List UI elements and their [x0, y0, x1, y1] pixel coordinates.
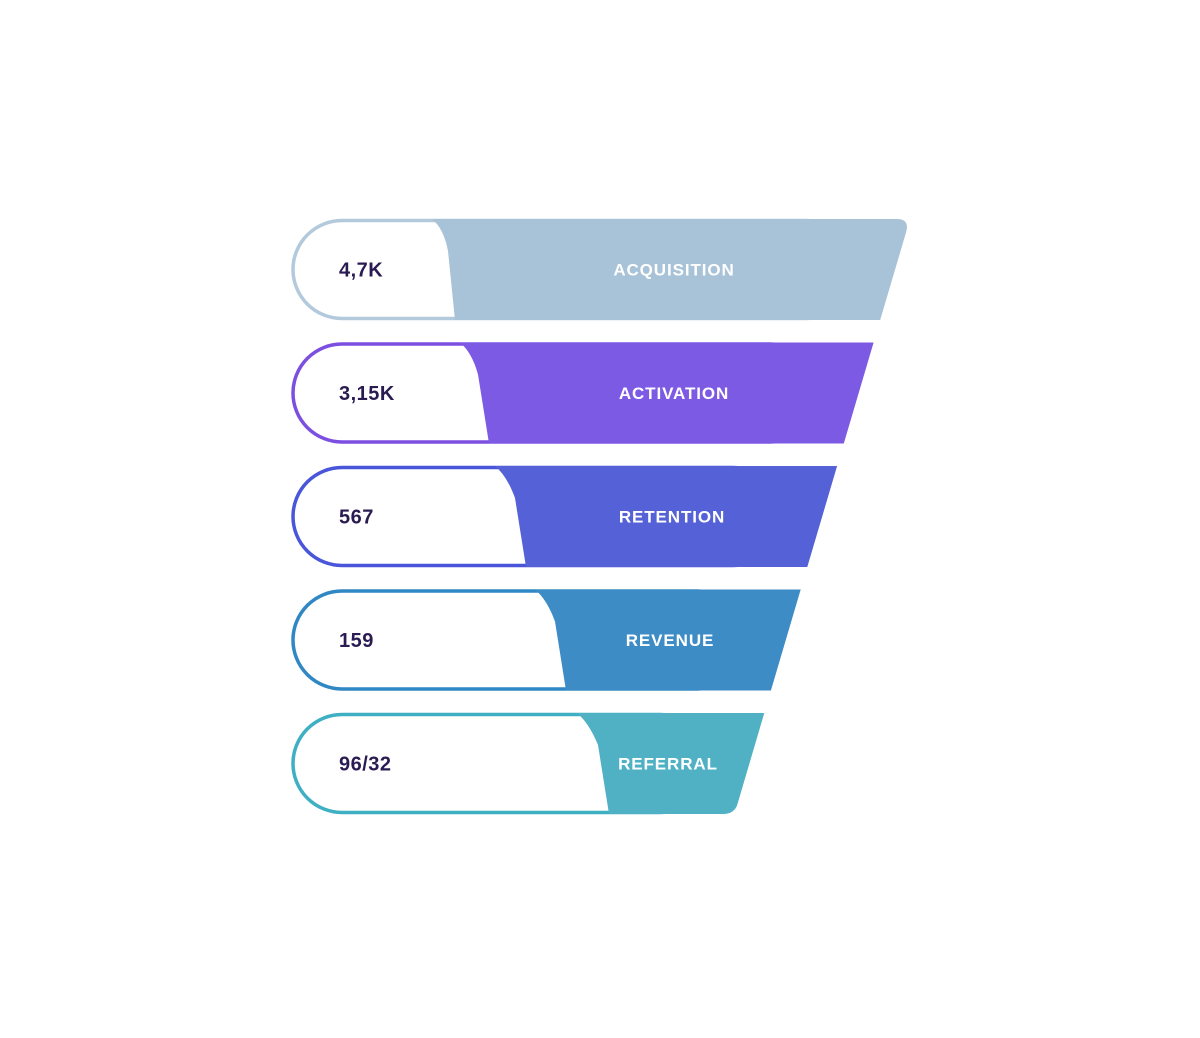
stage-value: 159: [339, 630, 374, 652]
stage-value: 96/32: [339, 754, 392, 776]
stage-segment: [495, 466, 838, 567]
stage-label: ACQUISITION: [613, 261, 734, 280]
stage-label: REVENUE: [626, 631, 715, 650]
funnel-stage-revenue: 159 REVENUE: [291, 589, 801, 691]
stage-segment: [535, 589, 801, 691]
stage-segment: [460, 342, 874, 444]
funnel-stage-referral: 96/32 REFERRAL: [291, 712, 765, 815]
funnel-stage-activation: 3,15K ACTIVATION: [291, 342, 874, 444]
stage-label: ACTIVATION: [619, 384, 729, 403]
funnel-stage-acquisition: 4,7K ACQUISITION: [291, 218, 907, 321]
stage-segment: [432, 219, 907, 320]
stage-value: 3,15K: [339, 383, 395, 405]
stage-label: RETENTION: [619, 508, 725, 527]
funnel-stage-retention: 567 RETENTION: [291, 465, 838, 568]
stage-value: 567: [339, 507, 374, 529]
stage-segment: [577, 713, 765, 814]
stage-value: 4,7K: [339, 260, 383, 282]
stage-label: REFERRAL: [618, 755, 718, 774]
